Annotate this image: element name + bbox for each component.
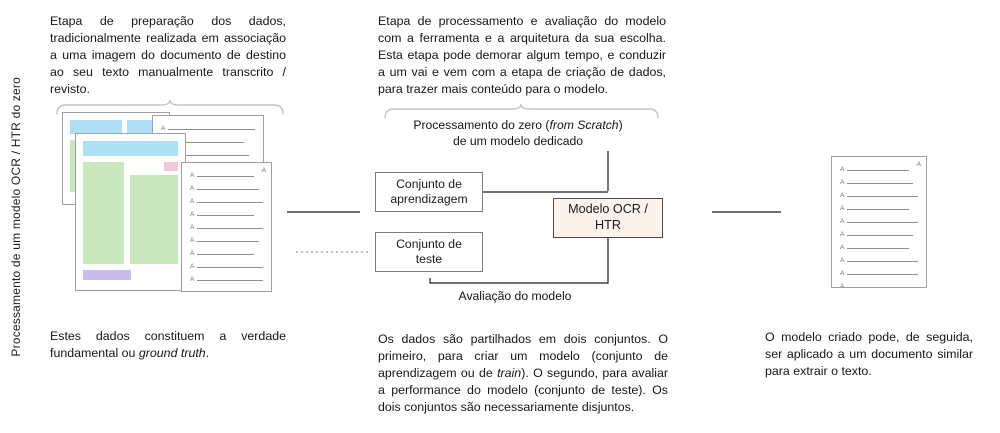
ground-truth-caption: Estes dados constituem a verdade fundame… (50, 328, 286, 362)
doc-ruled-line: A (840, 270, 918, 277)
doc-ruled-line: A (840, 166, 918, 173)
cyan-header-bar (83, 141, 178, 156)
curly-brace-processing (384, 103, 659, 119)
caption-italic-text: ground truth (138, 346, 206, 361)
paragraph-text: Os dados são partilhados em dois conjunt… (378, 332, 668, 381)
layout-right-column (129, 162, 178, 264)
label-text: Processamento do zero ( (413, 118, 550, 132)
green-block (129, 175, 178, 264)
doc-ruled-line: A (190, 224, 263, 231)
caption-text: Estes dados constituem a verdade fundame… (50, 329, 286, 361)
doc-ruled-line: A (190, 172, 263, 179)
doc-ruled-line: A (190, 276, 263, 283)
test-set-box: Conjunto de teste (375, 232, 483, 272)
doc-ruled-line: A (190, 250, 263, 257)
doc-ruled-line: A (190, 237, 263, 244)
doc-ruled-line: A (190, 211, 263, 218)
doc-ruled-line: A (190, 185, 263, 192)
green-block (83, 162, 124, 264)
processing-paragraph: Etapa de processamento e avaliação do mo… (378, 14, 666, 97)
label-text: ) de um modelo dedicado (452, 118, 623, 148)
doc-corner-marker: A (916, 161, 921, 168)
evaluation-label: Avaliação do modelo (458, 289, 572, 303)
doc-ruled-line: A (840, 192, 918, 199)
layout-body-blocks (83, 162, 178, 264)
paragraph-text: ). O segundo, para avaliar a performance… (378, 366, 668, 415)
doc-ruled-line: A (840, 244, 918, 251)
doc-ruled-line: A (840, 179, 918, 186)
doc-ruled-line: A (190, 263, 263, 270)
label-italic-text: from Scratch (549, 118, 619, 132)
layout-header-bars (70, 120, 162, 134)
doc-ruled-line: A (840, 205, 918, 212)
vertical-axis-title: Processamento de um modelo OCR / HTR do … (9, 76, 23, 357)
cyan-block (127, 120, 153, 134)
caption-text: . (205, 346, 210, 361)
preparation-paragraph: Etapa de preparação dos dados, tradicion… (50, 14, 286, 97)
doc-ruled-line: A (190, 198, 263, 205)
doc-ruled-line: A (840, 257, 918, 264)
datasets-paragraph: Os dados são partilhados em dois conjunt… (378, 331, 668, 417)
doc-ruled-line: A (840, 218, 918, 225)
training-set-box: Conjunto de aprendizagem (375, 172, 483, 212)
doc-ruled-line: A (840, 231, 918, 238)
doc-ruled-line: A (840, 283, 918, 287)
pink-block (164, 162, 178, 171)
doc-corner-marker: A (261, 167, 266, 174)
vertical-axis-title-wrap: Processamento de um modelo OCR / HTR do … (4, 0, 28, 433)
doc-ruled-line: A (161, 125, 255, 132)
application-caption: O modelo criado pode, de seguida, ser ap… (765, 330, 973, 379)
purple-block (83, 270, 131, 280)
cyan-block (70, 120, 122, 134)
from-scratch-label: Processamento do zero (from Scratch) de … (408, 118, 628, 150)
model-box: Modelo OCR / HTR (553, 198, 663, 238)
document-layout-thumbnail-front (75, 133, 186, 291)
paragraph-italic-text: train (497, 366, 522, 381)
